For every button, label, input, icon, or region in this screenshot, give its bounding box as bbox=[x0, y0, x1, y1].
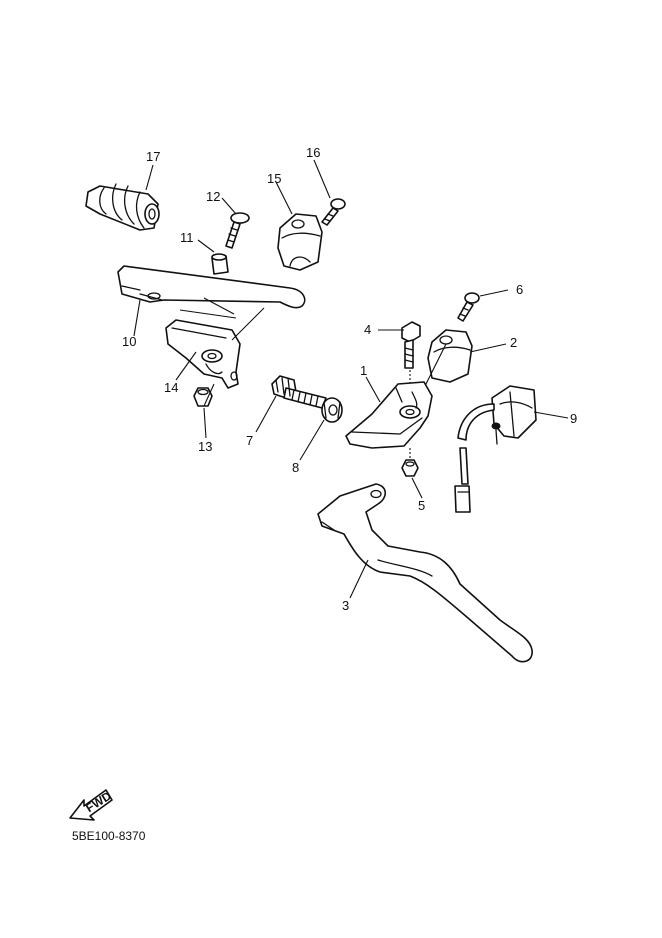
part-10-lever bbox=[117, 265, 306, 319]
part-9-switch bbox=[454, 385, 537, 513]
part-11-collar bbox=[211, 253, 229, 275]
part-4-bolt bbox=[401, 321, 421, 369]
callout-5: 5 bbox=[418, 498, 425, 513]
callout-11: 11 bbox=[180, 230, 194, 245]
part-1-lever-holder bbox=[345, 381, 433, 449]
callout-17: 17 bbox=[146, 149, 160, 164]
callout-13: 13 bbox=[198, 439, 212, 454]
callout-16: 16 bbox=[306, 145, 320, 160]
callout-9: 9 bbox=[570, 411, 577, 426]
callout-leaders bbox=[133, 159, 569, 599]
callout-2: 2 bbox=[510, 335, 517, 350]
callout-14: 14 bbox=[164, 380, 178, 395]
part-5-nut bbox=[401, 459, 419, 477]
part-16-bolt bbox=[321, 198, 346, 226]
callout-10: 10 bbox=[122, 334, 136, 349]
part-14-bracket bbox=[165, 319, 241, 389]
part-8-locknut bbox=[321, 397, 343, 423]
part-15-holder bbox=[277, 213, 323, 271]
callout-8: 8 bbox=[292, 460, 299, 475]
fwd-label: FWD bbox=[83, 789, 114, 816]
callout-3: 3 bbox=[342, 598, 349, 613]
callout-labels: 17 12 11 15 16 6 2 4 1 9 5 10 14 13 7 8 … bbox=[122, 145, 577, 613]
callout-4: 4 bbox=[364, 322, 371, 337]
fwd-arrow: FWD bbox=[69, 789, 114, 821]
part-12-screw bbox=[225, 212, 250, 249]
callout-7: 7 bbox=[246, 433, 253, 448]
callout-6: 6 bbox=[516, 282, 523, 297]
part-17-hot-starter bbox=[85, 183, 160, 231]
callout-15: 15 bbox=[267, 171, 281, 186]
callout-12: 12 bbox=[206, 189, 220, 204]
diagram-code: 5BE100-8370 bbox=[72, 829, 146, 843]
part-7-adjuster bbox=[271, 375, 327, 409]
callout-1: 1 bbox=[360, 363, 367, 378]
part-3-clutch-lever bbox=[317, 483, 533, 663]
part-13-nut bbox=[193, 387, 213, 407]
part-2-holder bbox=[427, 329, 473, 383]
part-6-bolt bbox=[457, 292, 480, 322]
